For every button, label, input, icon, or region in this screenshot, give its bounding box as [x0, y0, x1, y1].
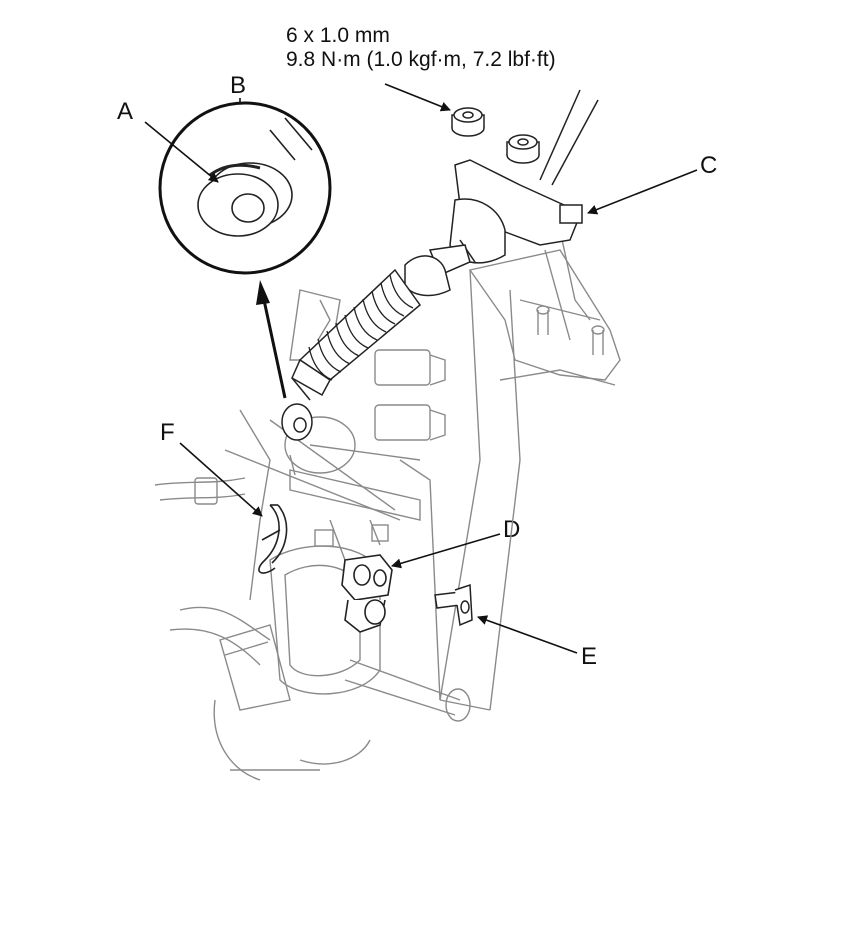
detail-arrow: [256, 280, 287, 399]
control-lever: [341, 554, 393, 633]
flange-nut-1: [451, 107, 485, 137]
callout-c: C: [700, 152, 718, 179]
flange-nut-2: [506, 134, 540, 164]
leader-lines: [144, 83, 698, 654]
torque-spec-label: 9.8 N·m (1.0 kgf·m, 7.2 lbf·ft): [286, 48, 556, 71]
detail-inset: [158, 101, 332, 275]
callout-f: F: [160, 419, 175, 446]
control-pin: [434, 583, 473, 627]
callout-e: E: [581, 643, 598, 670]
bushing-hole: [231, 193, 265, 223]
callout-a: A: [117, 98, 134, 125]
vehicle-structure: [154, 229, 621, 781]
callout-b: B: [230, 72, 247, 99]
shift-cable: [281, 89, 599, 441]
bolt-size-label: 6 x 1.0 mm: [286, 24, 390, 47]
lock-clip: [258, 504, 288, 574]
